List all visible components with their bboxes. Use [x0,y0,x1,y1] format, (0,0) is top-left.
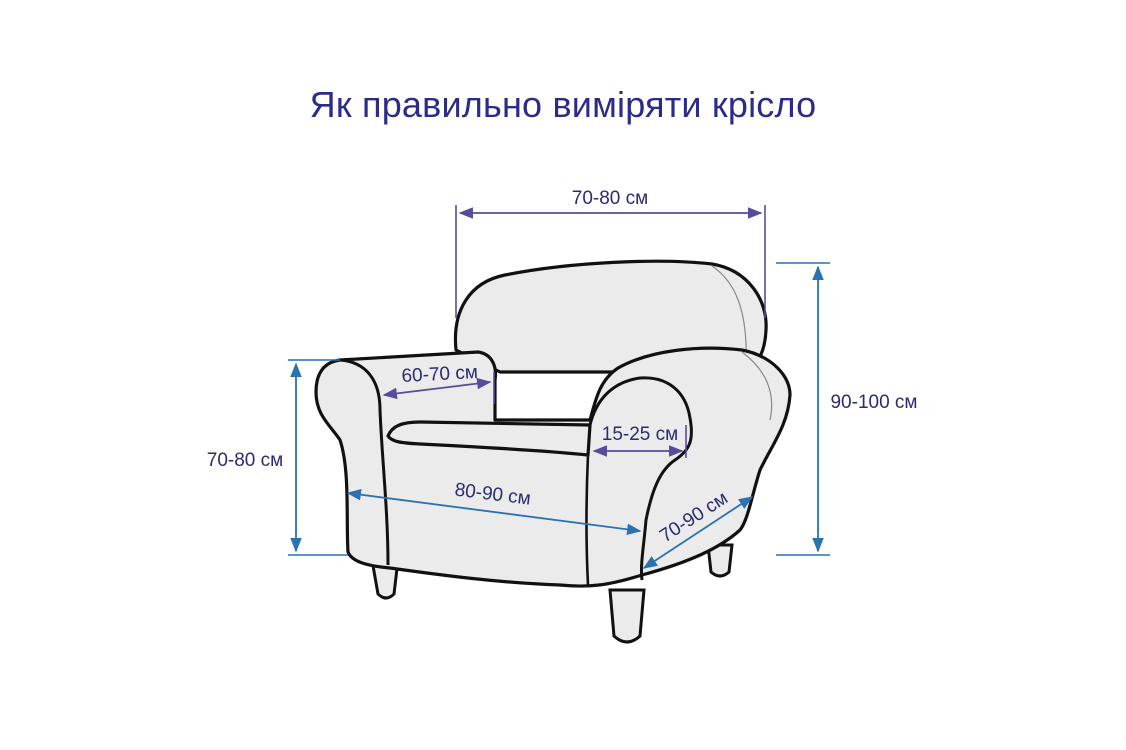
armrest-depth-arrow [382,377,492,400]
page-title: Як правильно виміряти крісло [309,84,817,125]
total-height-label: 90-100 см [830,392,917,413]
armrest-height-label: 70-80 см [207,450,283,471]
armrest-width-label: 15-25 см [602,424,678,445]
chair-back [453,259,768,374]
seat-cushion [386,420,592,457]
right-arm-seam [741,351,773,421]
back-width-label: 70-80 см [572,188,648,209]
back-seam [711,265,747,366]
seat-depth-arrow [642,496,754,569]
seat-width-arrow [346,488,642,536]
front-right-leg [608,588,646,644]
armrest-depth-label: 60-70 см [401,362,478,387]
